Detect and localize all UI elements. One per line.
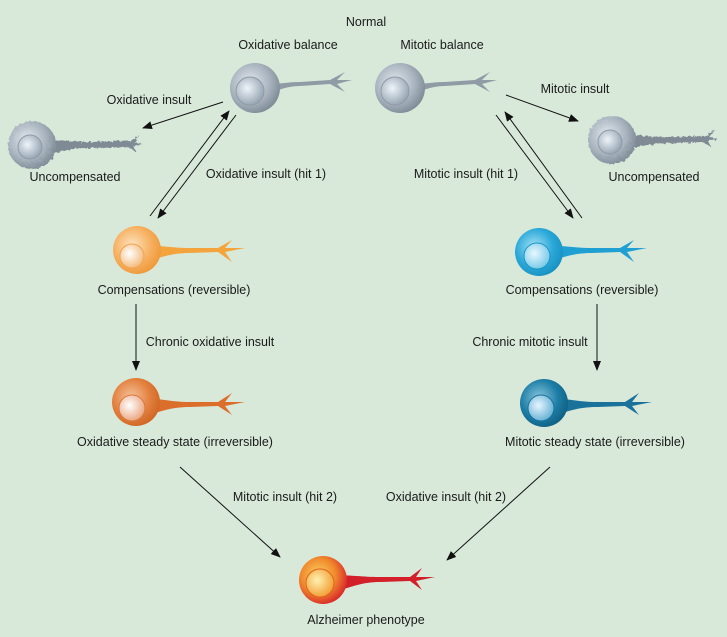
neuron-uncompensated-left <box>8 121 142 169</box>
label-mitotic-steady-state: Mitotic steady state (irreversible) <box>505 435 685 449</box>
label-oxidative-hit2: Oxidative insult (hit 2) <box>386 490 506 504</box>
arrow-mitotic-insult <box>505 94 579 122</box>
label-alzheimer-phenotype: Alzheimer phenotype <box>307 613 424 627</box>
label-oxidative-steady-state: Oxidative steady state (irreversible) <box>77 435 273 449</box>
label-uncompensated-left: Uncompensated <box>29 170 120 184</box>
label-oxidative-compensations: Compensations (reversible) <box>98 283 251 297</box>
label-oxidative-insult: Oxidative insult <box>107 93 192 107</box>
neuron-uncompensated-right <box>588 116 718 164</box>
arrow-mitotic-hit2 <box>179 466 281 558</box>
neuron-oxidative-compensated <box>113 226 245 274</box>
label-mitotic-hit2: Mitotic insult (hit 2) <box>233 490 337 504</box>
label-mitotic-compensations: Compensations (reversible) <box>506 283 659 297</box>
neuron-mitotic-balance <box>375 63 497 113</box>
neuron-oxidative-balance <box>230 63 352 113</box>
neuron-oxidative-steady <box>112 378 245 426</box>
label-mitotic-balance: Mitotic balance <box>400 38 483 52</box>
label-chronic-mitotic: Chronic mitotic insult <box>472 335 588 349</box>
label-uncompensated-right: Uncompensated <box>608 170 699 184</box>
title-normal: Normal <box>346 15 386 29</box>
label-oxidative-balance: Oxidative balance <box>238 38 337 52</box>
arrow-oxidative-recovery <box>149 110 230 217</box>
neuron-alzheimer <box>299 556 435 604</box>
arrow-oxidative-hit2 <box>446 466 551 561</box>
arrow-mitotic-recovery <box>504 111 583 219</box>
neuron-mitotic-steady <box>520 379 652 427</box>
arrow-mitotic-hit1 <box>495 114 574 219</box>
arrow-oxidative-hit1 <box>157 114 237 219</box>
label-oxidative-hit1: Oxidative insult (hit 1) <box>206 167 326 181</box>
label-mitotic-insult: Mitotic insult <box>541 82 610 96</box>
arrow-oxidative-insult <box>142 101 224 130</box>
neuron-mitotic-compensated <box>515 228 647 276</box>
label-mitotic-hit1: Mitotic insult (hit 1) <box>414 167 518 181</box>
label-chronic-oxidative: Chronic oxidative insult <box>146 335 275 349</box>
